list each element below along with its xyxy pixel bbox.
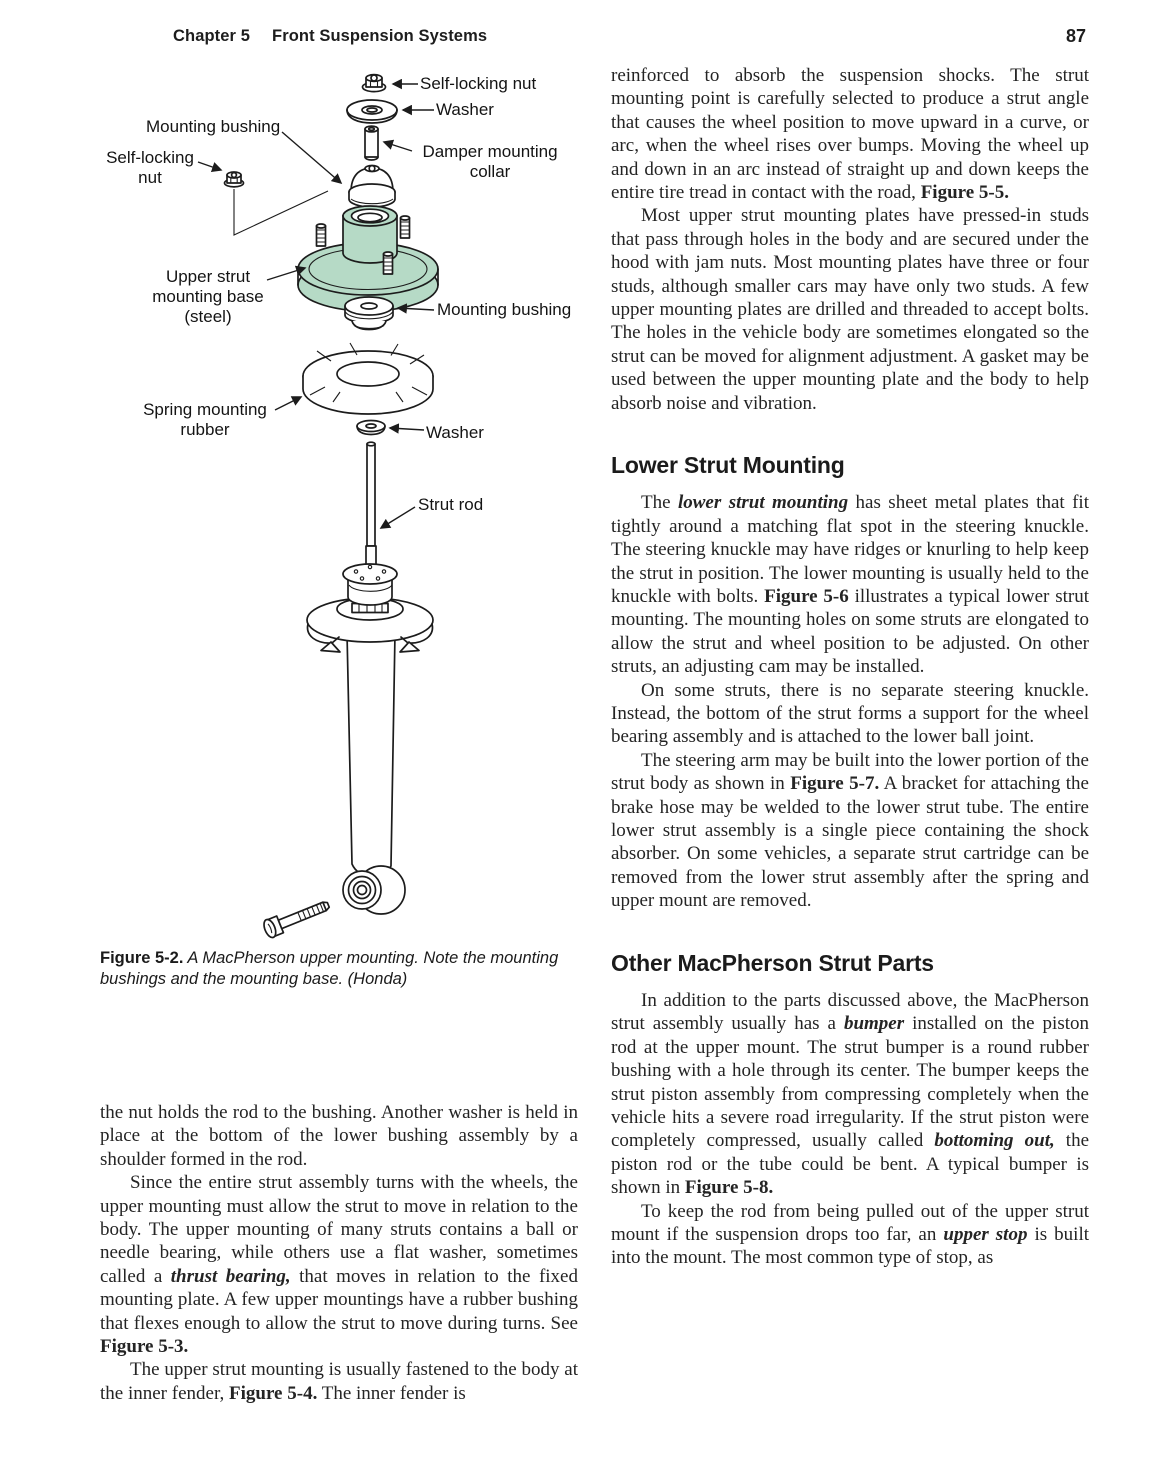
text-run: The steering arm may be built into the l… [611, 749, 1089, 795]
text-run: In addition to the parts discussed above… [611, 990, 1089, 1035]
figure-5-2: Self-locking nut Washer Mounting bushing… [100, 58, 584, 946]
text-run: thrust bearing, [170, 1265, 291, 1287]
damper-mounting-collar-part [364, 125, 379, 161]
strut-lower-eye-part [342, 865, 406, 915]
body-paragraph: The lower strut mounting has sheet metal… [611, 491, 1089, 678]
text-run: To keep the rod from being pulled out of… [611, 1200, 1089, 1246]
chapter-label: Chapter 5 [173, 27, 251, 45]
text-run: Figure 5-3. [100, 1336, 189, 1358]
spring-mounting-rubber-part [302, 342, 434, 415]
strut-piston-assembly-part [306, 563, 434, 878]
text-run: On some struts, there is no separate ste… [611, 679, 1089, 748]
text-run: The inner fender is [317, 1382, 466, 1404]
left-column: the nut holds the rod to the bushing. An… [100, 1101, 578, 1405]
mounting-bushing-upper-part [348, 164, 396, 208]
mounting-stud [382, 251, 394, 275]
text-run: Figure 5-5. [920, 182, 1009, 204]
right-column: reinforced to absorb the suspension shoc… [611, 64, 1089, 1270]
mounting-stud [399, 215, 411, 239]
body-paragraph: Since the entire strut assembly turns wi… [100, 1171, 578, 1358]
figure-caption-number: Figure 5-2. [100, 949, 184, 967]
text-run: bumper [843, 1013, 905, 1035]
running-head: Chapter 5 Front Suspension Systems [173, 27, 487, 46]
text-run: that moves in relation to the fixed moun… [100, 1265, 578, 1334]
figure-label-mounting-bushing-upper: Mounting bushing [146, 117, 281, 136]
text-run: Figure 5-6 [764, 586, 849, 608]
text-run: has sheet metal plates that fit tightly … [611, 492, 1089, 608]
figure-label-upper-strut-mounting-base: Upper strut mounting base (steel) [152, 267, 264, 327]
body-paragraph: The steering arm may be built into the l… [611, 749, 1089, 913]
figure-caption-text: A MacPherson upper mounting. Note the mo… [100, 949, 559, 989]
body-paragraph: On some struts, there is no separate ste… [611, 679, 1089, 749]
figure-label-self-locking-nut-top: Self-locking nut [420, 74, 537, 93]
text-run: Figure 5-4. [229, 1382, 318, 1404]
body-paragraph: reinforced to absorb the suspension shoc… [611, 64, 1089, 204]
text-run: The upper strut mounting is usually fast… [100, 1359, 578, 1404]
strut-exploded-diagram [197, 73, 439, 939]
washer-lower-part [356, 419, 386, 436]
figure-label-washer-top: Washer [436, 100, 494, 119]
self-locking-nut-top-part [361, 73, 387, 93]
text-run: upper stop [943, 1224, 1028, 1246]
strut-tube-part [346, 632, 396, 878]
body-paragraph: the nut holds the rod to the bushing. An… [100, 1101, 578, 1171]
mounting-bolt-part [263, 901, 331, 939]
text-run: Figure 5-7. [790, 773, 880, 795]
text-run: Since the entire strut assembly turns wi… [100, 1172, 578, 1287]
text-run: installed on the piston rod at the upper… [611, 1013, 1089, 1152]
figure-caption: Figure 5-2. A MacPherson upper mounting.… [100, 948, 586, 991]
text-run: reinforced to absorb the suspension shoc… [611, 65, 1089, 204]
text-run: A bracket for attaching the brake hose m… [611, 773, 1089, 912]
text-run: lower strut mounting [677, 492, 849, 514]
text-run: illustrates a typical lower strut mounti… [611, 586, 1089, 678]
section-heading: Other MacPherson Strut Parts [611, 949, 934, 976]
body-paragraph: Most upper strut mounting plates have pr… [611, 204, 1089, 415]
self-locking-nut-left-part [223, 171, 245, 188]
stud-axis-line [233, 189, 329, 236]
figure-label-strut-rod: Strut rod [418, 495, 484, 514]
figure-label-self-locking-nut-left: Self-locking nut [106, 148, 194, 188]
body-paragraph: To keep the rod from being pulled out of… [611, 1200, 1089, 1270]
text-run: Most upper strut mounting plates have pr… [611, 205, 1089, 414]
washer-top-part [346, 99, 398, 124]
figure-label-spring-mounting-rubber: Spring mounting rubber [143, 400, 267, 440]
text-run: the piston rod or the tube could be bent… [611, 1130, 1089, 1199]
mounting-bushing-lower-part [344, 296, 394, 331]
text-run: bottoming out, [934, 1130, 1055, 1152]
page-number: 87 [1065, 26, 1086, 46]
strut-rod-part [365, 441, 377, 573]
figure-label-mounting-bushing-lower: Mounting bushing [437, 300, 572, 319]
figure-label-damper-mounting-collar: Damper mounting collar [422, 142, 558, 182]
text-run: the nut holds the rod to the bushing. An… [100, 1102, 578, 1170]
text-run: is built into the mount. The most common… [611, 1224, 1090, 1269]
body-paragraph: In addition to the parts discussed above… [611, 989, 1089, 1200]
leader-arrows [197, 78, 435, 529]
body-paragraph: The upper strut mounting is usually fast… [100, 1358, 578, 1405]
section-heading: Lower Strut Mounting [611, 452, 845, 479]
mounting-stud [315, 223, 327, 247]
text-run: Figure 5-8. [684, 1177, 774, 1199]
figure-label-washer-lower: Washer [426, 423, 484, 442]
chapter-title: Front Suspension Systems [272, 27, 488, 45]
text-run: The [641, 492, 678, 514]
upper-strut-mounting-base-part [297, 205, 439, 312]
